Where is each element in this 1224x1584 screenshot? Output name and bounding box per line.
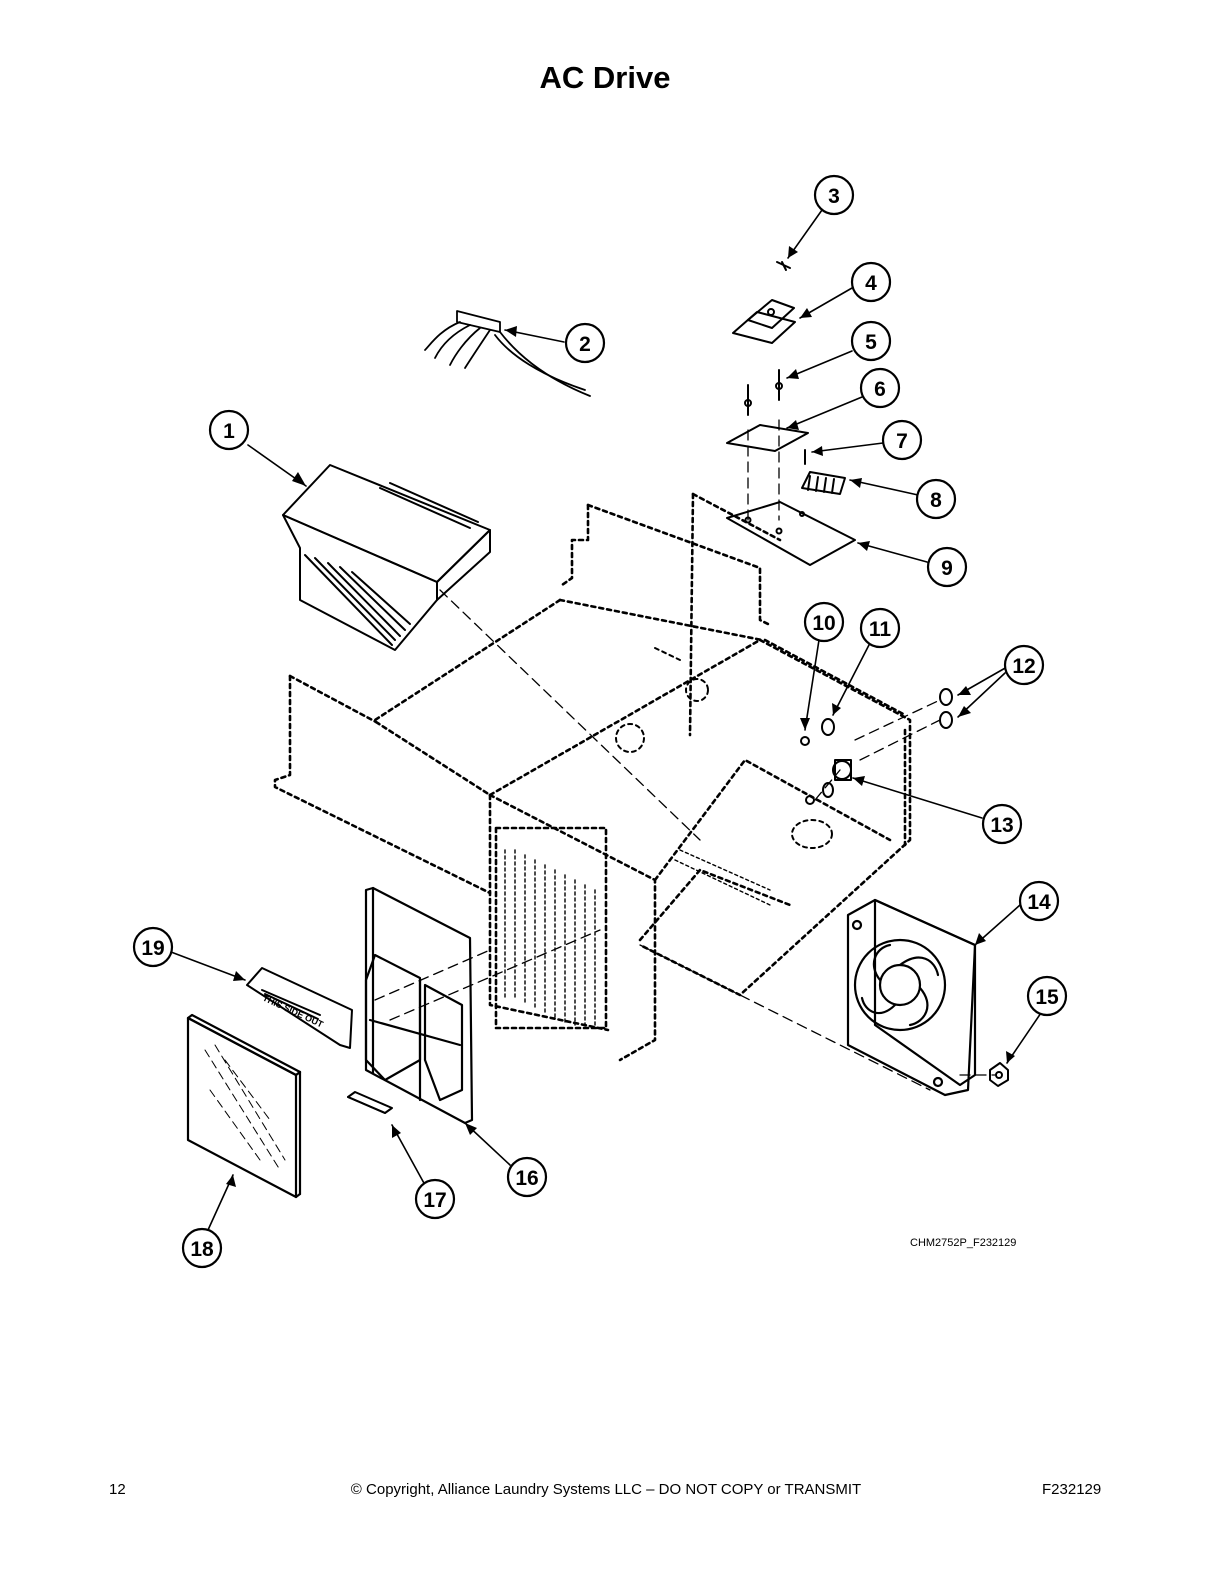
page-number: 12 (109, 1481, 126, 1498)
callout-16: 16 (515, 1167, 538, 1190)
callout-4: 4 (865, 272, 877, 295)
document-number: F232129 (1042, 1481, 1102, 1498)
copyright-notice: © Copyright, Alliance Laundry Systems LL… (350, 1481, 862, 1498)
page-title: AC Drive (539, 60, 671, 95)
callout-13: 13 (990, 814, 1013, 837)
label-this-side-out: THIS SIDE OUT (261, 993, 325, 1030)
part-6-plate (726, 424, 809, 452)
part-16-bracket (364, 886, 474, 1125)
callout-circles (132, 174, 1068, 1269)
part-19-label (246, 967, 353, 1049)
callout-10: 10 (812, 612, 835, 635)
callout-15: 15 (1035, 986, 1059, 1009)
callout-18: 18 (190, 1238, 214, 1261)
part-10-screw (800, 736, 815, 805)
callout-12: 12 (1012, 655, 1035, 678)
heatsink-mesh (504, 849, 771, 1026)
callout-9: 9 (941, 557, 953, 580)
callout-5: 5 (865, 331, 877, 354)
callout-2: 2 (579, 333, 591, 356)
part-13-thermostat (832, 759, 852, 781)
part-2-harness (424, 310, 591, 397)
part-3-screw (776, 261, 791, 271)
part-4-relay (732, 299, 796, 344)
callout-19: 19 (141, 937, 164, 960)
callout-numbers: 1 2 3 4 5 6 7 8 9 10 11 12 13 14 15 16 1… (141, 185, 1059, 1261)
part-11-washer (821, 718, 835, 798)
part-18-filter (186, 1013, 302, 1199)
part-5-standoffs (744, 369, 783, 416)
callout-8: 8 (930, 489, 942, 512)
callout-3: 3 (828, 185, 840, 208)
part-14-fan (846, 898, 977, 1097)
part-12-nuts (939, 688, 953, 729)
callout-11: 11 (869, 618, 892, 641)
callout-1: 1 (223, 420, 235, 443)
callout-arrowheads (226, 246, 1015, 1187)
callout-6: 6 (874, 378, 886, 401)
chassis-outline (273, 492, 912, 1062)
callout-17: 17 (423, 1189, 446, 1212)
part-1-cover (282, 464, 491, 651)
part-17-strip (347, 1091, 393, 1114)
drawing-code: CHM2752P_F232129 (910, 1237, 1017, 1249)
callout-7: 7 (896, 430, 908, 453)
chassis-holes (615, 647, 833, 849)
part-9-circuit-board (726, 501, 856, 566)
part-8-connector (801, 471, 846, 495)
part-15-nut (989, 1062, 1009, 1087)
callout-14: 14 (1027, 891, 1051, 914)
